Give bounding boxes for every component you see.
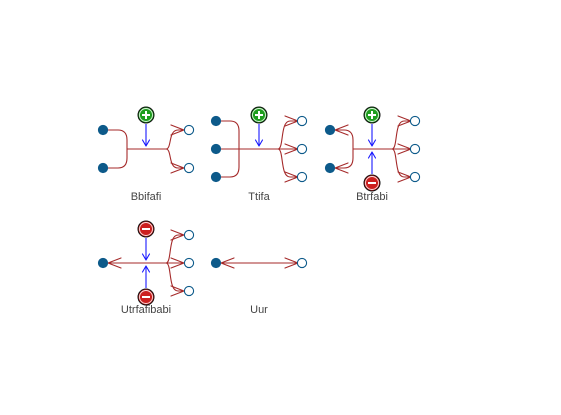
modifier-arrowhead: [254, 139, 264, 147]
modifier-arrowhead: [367, 139, 377, 147]
minus-circle-icon: [363, 174, 381, 192]
plus-circle-icon: [137, 106, 155, 124]
minus-circle-icon-ring: [139, 222, 153, 236]
species-node-filled: [210, 171, 222, 183]
species-node-empty: [409, 115, 421, 127]
minus-circle-icon-ring: [365, 176, 379, 190]
diagram-btrfabi: Btrfabi: [324, 106, 421, 203]
species-node-filled: [97, 162, 109, 174]
product-edge: [391, 148, 412, 178]
species-node-empty: [296, 257, 308, 269]
diagram-bbifafi: Bbifafi: [97, 106, 195, 203]
diagram-label: Utrfafibabi: [121, 304, 171, 316]
product-edge: [165, 262, 185, 292]
product-edge: [165, 129, 185, 150]
diagram-label: Btrfabi: [356, 191, 388, 203]
species-node-empty: [183, 285, 195, 297]
species-node-filled: [210, 115, 222, 127]
species-node-empty: [183, 124, 195, 136]
product-edge: [391, 120, 412, 150]
plus-circle-icon: [250, 106, 268, 124]
product-edge: [277, 120, 299, 150]
minus-circle-icon: [137, 288, 155, 306]
species-node-empty: [409, 143, 421, 155]
species-node-empty: [183, 229, 195, 241]
minus-circle-icon-ring: [139, 290, 153, 304]
diagram-ttifa: Ttifa: [210, 106, 308, 203]
diagram-label: Ttifa: [248, 191, 270, 203]
diagram-label: Bbifafi: [131, 191, 162, 203]
species-node-empty: [183, 257, 195, 269]
species-node-filled: [210, 257, 222, 269]
modifier-arrowhead: [367, 151, 377, 159]
diagram-utrfafibabi: Utrfafibabi: [97, 220, 195, 316]
plus-circle-icon-ring: [139, 108, 153, 122]
species-node-empty: [296, 171, 308, 183]
species-node-filled: [324, 162, 336, 174]
species-node-empty: [183, 162, 195, 174]
minus-circle-icon: [137, 220, 155, 238]
species-node-filled: [97, 257, 109, 269]
product-edge: [277, 148, 299, 178]
modifier-arrowhead: [141, 265, 151, 273]
plus-circle-icon: [363, 106, 381, 124]
product-edge: [165, 234, 185, 264]
modifier-arrowhead: [141, 253, 151, 261]
plus-circle-icon-ring: [252, 108, 266, 122]
species-node-filled: [97, 124, 109, 136]
modifier-arrowhead: [141, 139, 151, 147]
species-node-filled: [210, 143, 222, 155]
product-edge: [165, 148, 185, 169]
species-node-empty: [296, 143, 308, 155]
diagram-label: Uur: [250, 304, 268, 316]
reactant-bracket: [102, 129, 128, 169]
species-node-empty: [296, 115, 308, 127]
species-node-empty: [409, 171, 421, 183]
plus-circle-icon-ring: [365, 108, 379, 122]
reactant-bracket: [329, 129, 354, 169]
diagram-uur: Uur: [210, 257, 308, 316]
species-node-filled: [324, 124, 336, 136]
